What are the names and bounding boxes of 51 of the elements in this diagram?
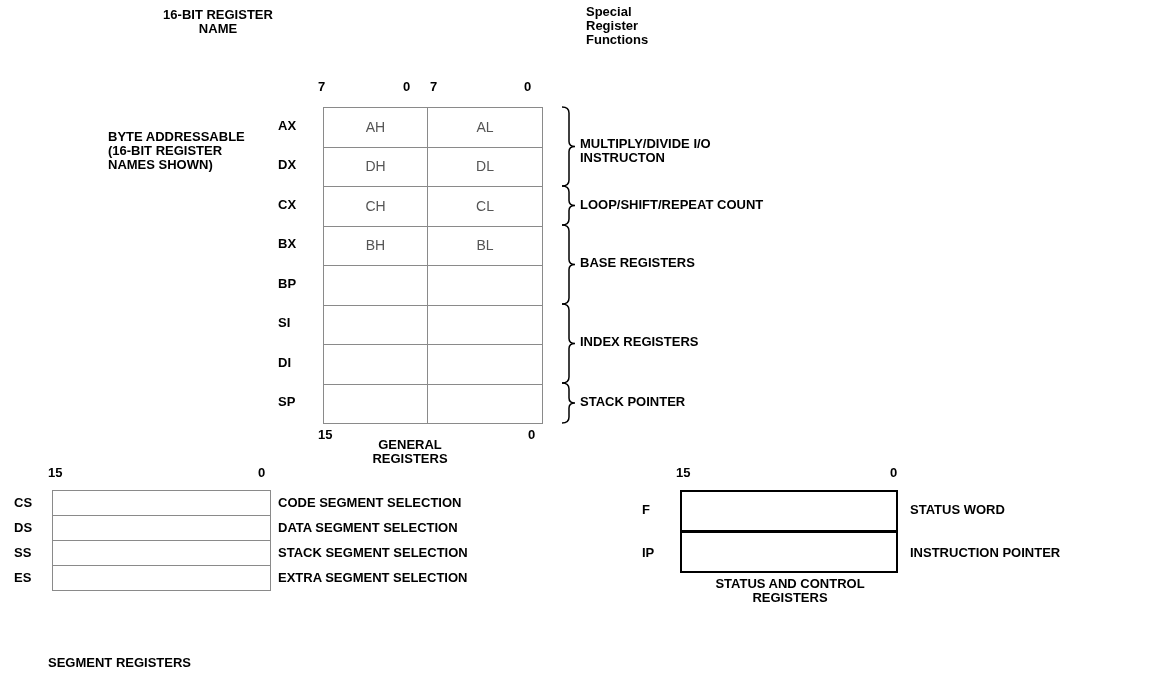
column-heading: 16-BIT REGISTER NAME <box>162 8 274 36</box>
register-name: AX <box>278 118 298 133</box>
function-label: BASE REGISTERS <box>580 256 696 270</box>
register-name: DI <box>278 355 292 370</box>
column-heading: Special Register Functions <box>586 5 650 47</box>
register-slot <box>52 490 271 516</box>
function-label: STACK SEGMENT SELECTION <box>278 546 469 560</box>
bit-number: 0 <box>890 466 899 480</box>
function-label: INDEX REGISTERS <box>580 335 700 349</box>
register-name: BX <box>278 237 298 252</box>
side-note: BYTE ADDRESSABLE (16-BIT REGISTER NAMES SHOWN) <box>108 130 246 172</box>
bit-number: 15 <box>318 428 334 442</box>
register-slot <box>427 383 543 424</box>
function-label: STATUS WORD <box>910 503 1006 517</box>
register-name: SI <box>278 316 292 331</box>
function-label: STACK POINTER <box>580 395 687 410</box>
register-slot <box>52 565 271 591</box>
function-label: MULTIPLY/DIVIDE I/O INSTRUCTON <box>580 137 712 165</box>
bit-number: 0 <box>258 466 267 480</box>
register-name: DS <box>14 521 34 535</box>
bit-number: 0 <box>524 80 533 94</box>
group-caption: STATUS AND CONTROL REGISTERS <box>714 577 866 605</box>
register-cell: AH <box>323 107 428 148</box>
register-cell: AL <box>427 107 543 148</box>
bit-number: 0 <box>403 80 412 94</box>
group-caption: GENERAL REGISTERS <box>371 438 449 466</box>
function-label: DATA SEGMENT SELECTION <box>278 521 459 535</box>
function-label: CODE SEGMENT SELECTION <box>278 496 463 510</box>
bit-number: 15 <box>48 466 64 480</box>
register-slot <box>680 490 898 532</box>
bit-number: 7 <box>430 80 439 94</box>
register-name: DX <box>278 158 298 173</box>
register-slot <box>680 531 898 573</box>
function-label: EXTRA SEGMENT SELECTION <box>278 571 469 585</box>
bit-number: 0 <box>528 428 537 442</box>
register-name: ES <box>14 571 33 585</box>
register-slot <box>52 515 271 541</box>
register-name: BP <box>278 276 298 291</box>
group-caption: SEGMENT REGISTERS <box>48 656 193 670</box>
register-name: IP <box>642 546 656 560</box>
register-name: F <box>642 503 651 517</box>
function-label: LOOP/SHIFT/REPEAT COUNT <box>580 197 765 212</box>
register-slot <box>52 540 271 566</box>
register-name: CX <box>278 197 298 212</box>
bit-number: 7 <box>318 80 327 94</box>
register-name: SS <box>14 546 33 560</box>
register-name: CS <box>14 496 34 510</box>
register-name: SP <box>278 395 297 410</box>
function-label: INSTRUCTION POINTER <box>910 546 1062 560</box>
bit-number: 15 <box>676 466 692 480</box>
register-slot <box>323 383 428 424</box>
